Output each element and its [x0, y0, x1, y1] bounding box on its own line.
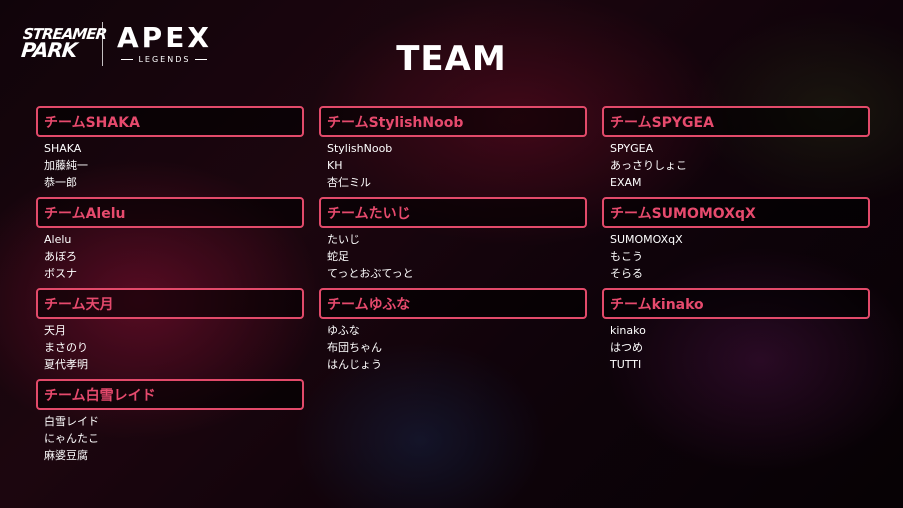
team-member: TUTTI — [610, 358, 642, 371]
team-member-list: SUMOMOXqX もこうそらる — [602, 228, 870, 282]
team-card: チームSHAKA SHAKA 加藤純一恭一郎 — [36, 106, 304, 197]
apex-logo-line-left — [121, 59, 134, 60]
team-card: チーム天月天月まさのり夏代孝明 — [36, 288, 304, 379]
team-member: あぼろ — [44, 250, 77, 263]
team-member: 加藤純一 — [44, 159, 88, 172]
team-member: 恭一郎 — [44, 176, 77, 189]
team-member: 布団ちゃん — [327, 341, 382, 354]
team-member: StylishNoob — [327, 142, 393, 155]
team-member: そらる — [610, 267, 643, 280]
team-card: チームSUMOMOXqX SUMOMOXqX もこうそらる — [602, 197, 870, 288]
header-logos: STREAMER PARK APEX LEGENDS — [20, 21, 212, 66]
team-name: チームSHAKA — [36, 106, 304, 137]
team-member: にゃんたこ — [44, 432, 99, 445]
team-member: はんじょう — [327, 358, 382, 371]
team-name: チーム天月 — [36, 288, 304, 319]
team-member: 麻婆豆腐 — [44, 449, 88, 462]
team-card: チーム白雪レイド白雪レイドにゃんたこ麻婆豆腐 — [36, 379, 304, 470]
team-card: チームSPYGEA SPYGEA あっさりしょこ EXAM — [602, 106, 870, 197]
team-member-list: 天月まさのり夏代孝明 — [36, 319, 304, 373]
apex-legends-logo: APEX LEGENDS — [117, 21, 212, 65]
team-member: kinako — [610, 324, 646, 337]
team-member: EXAM — [610, 176, 642, 189]
apex-logo-subtitle: LEGENDS — [138, 55, 191, 64]
team-member-list: たいじ蛇足てっとおぶてっと — [319, 228, 587, 282]
team-member: はつめ — [610, 341, 643, 354]
team-name: チームSUMOMOXqX — [602, 197, 870, 228]
team-member: ゆふな — [327, 324, 360, 337]
team-member: 夏代孝明 — [44, 358, 88, 371]
team-member-list: 白雪レイドにゃんたこ麻婆豆腐 — [36, 410, 304, 464]
team-member: SHAKA — [44, 142, 82, 155]
team-member: あっさりしょこ — [610, 159, 687, 172]
team-member-list: kinako はつめ TUTTI — [602, 319, 870, 373]
team-card: チームゆふなゆふな布団ちゃんはんじょう — [319, 288, 587, 379]
page-title: TEAM — [396, 39, 507, 79]
team-name: チームSPYGEA — [602, 106, 870, 137]
logo-divider — [102, 22, 103, 66]
apex-logo-subtitle-row: LEGENDS — [121, 55, 208, 64]
team-member: 天月 — [44, 324, 66, 337]
team-member: SPYGEA — [610, 142, 654, 155]
team-member: Alelu — [44, 233, 72, 246]
team-member: 杏仁ミル — [327, 176, 371, 189]
apex-logo-line-right — [195, 59, 208, 60]
team-member-list: SPYGEA あっさりしょこ EXAM — [602, 137, 870, 191]
team-name: チームたいじ — [319, 197, 587, 228]
team-name: チーム白雪レイド — [36, 379, 304, 410]
team-member-list: SHAKA 加藤純一恭一郎 — [36, 137, 304, 191]
team-name: チームAlelu — [36, 197, 304, 228]
team-card: チームたいじたいじ蛇足てっとおぶてっと — [319, 197, 587, 288]
team-member: まさのり — [44, 341, 88, 354]
team-card: チームkinako kinako はつめ TUTTI — [602, 288, 870, 379]
team-member: もこう — [610, 250, 643, 263]
team-member: てっとおぶてっと — [327, 267, 414, 280]
team-member: 白雪レイド — [44, 415, 99, 428]
team-member-list: ゆふな布団ちゃんはんじょう — [319, 319, 587, 373]
team-name: チームゆふな — [319, 288, 587, 319]
apex-logo-title: APEX — [117, 21, 212, 54]
team-member: たいじ — [327, 233, 360, 246]
team-member-list: Alelu あぼろボスナ — [36, 228, 304, 282]
team-name: チームkinako — [602, 288, 870, 319]
team-member: ボスナ — [44, 267, 77, 280]
team-member: 蛇足 — [327, 250, 349, 263]
team-name: チームStylishNoob — [319, 106, 587, 137]
team-member: KH — [327, 159, 343, 172]
team-member: SUMOMOXqX — [610, 233, 683, 246]
